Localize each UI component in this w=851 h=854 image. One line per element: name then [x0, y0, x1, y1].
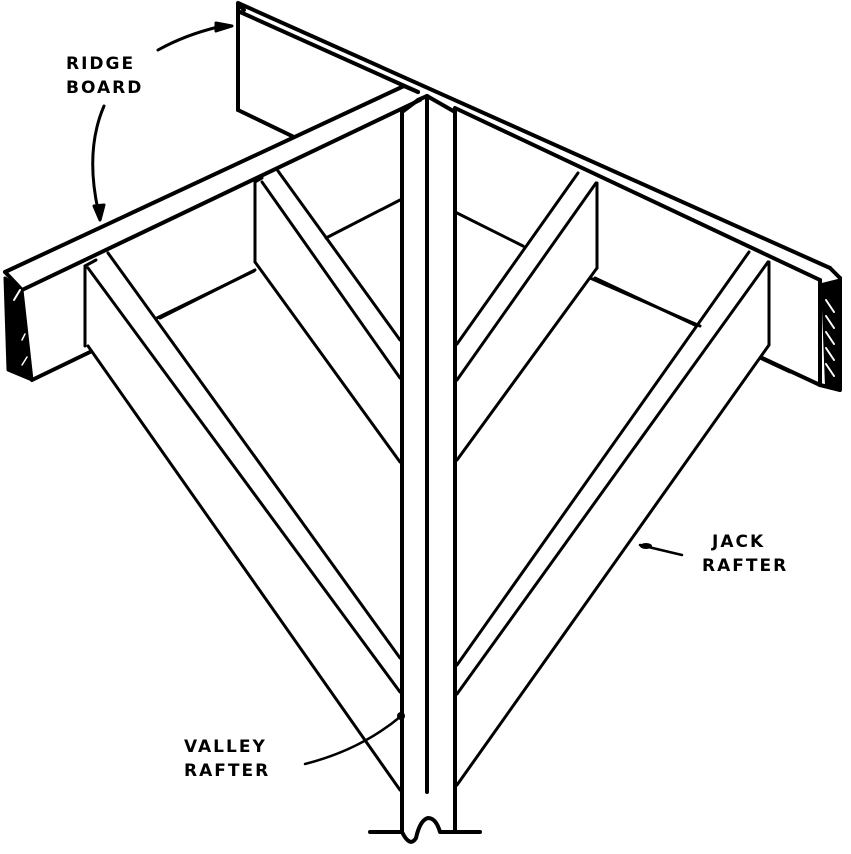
valley-rafter-label-line2: RAFTER	[184, 761, 271, 781]
ridge-board-leader-top	[156, 21, 234, 52]
left-jack-rafter-inner	[158, 169, 402, 464]
jack-rafter-leader	[638, 543, 684, 557]
ridge-board-label-line1: RIDGE	[66, 54, 136, 74]
left-jack-rafter-outer	[83, 251, 402, 792]
ridge-board-label: RIDGE BOARD	[66, 52, 143, 100]
ridge-end-grain-right	[821, 279, 839, 389]
ridge-end-grain-left	[3, 276, 34, 382]
back-ridge-board	[236, 1, 842, 392]
jack-rafter-label-line1: JACK	[712, 532, 766, 552]
valley-rafter-label: VALLEY RAFTER	[184, 735, 270, 783]
front-ridge-board	[3, 84, 422, 382]
valley-rafter-leader	[303, 712, 405, 766]
valley-rafter-label-line1: VALLEY	[184, 737, 267, 757]
ridge-board-leader-bottom	[91, 104, 106, 222]
jack-rafter-label: JACK RAFTER	[702, 530, 788, 578]
jack-rafter-label-line2: RAFTER	[702, 556, 789, 576]
right-jack-rafter-inner	[455, 171, 702, 462]
ridge-board-label-line2: BOARD	[66, 78, 144, 98]
right-jack-rafter-outer	[455, 250, 792, 787]
valley-rafter	[368, 94, 482, 844]
